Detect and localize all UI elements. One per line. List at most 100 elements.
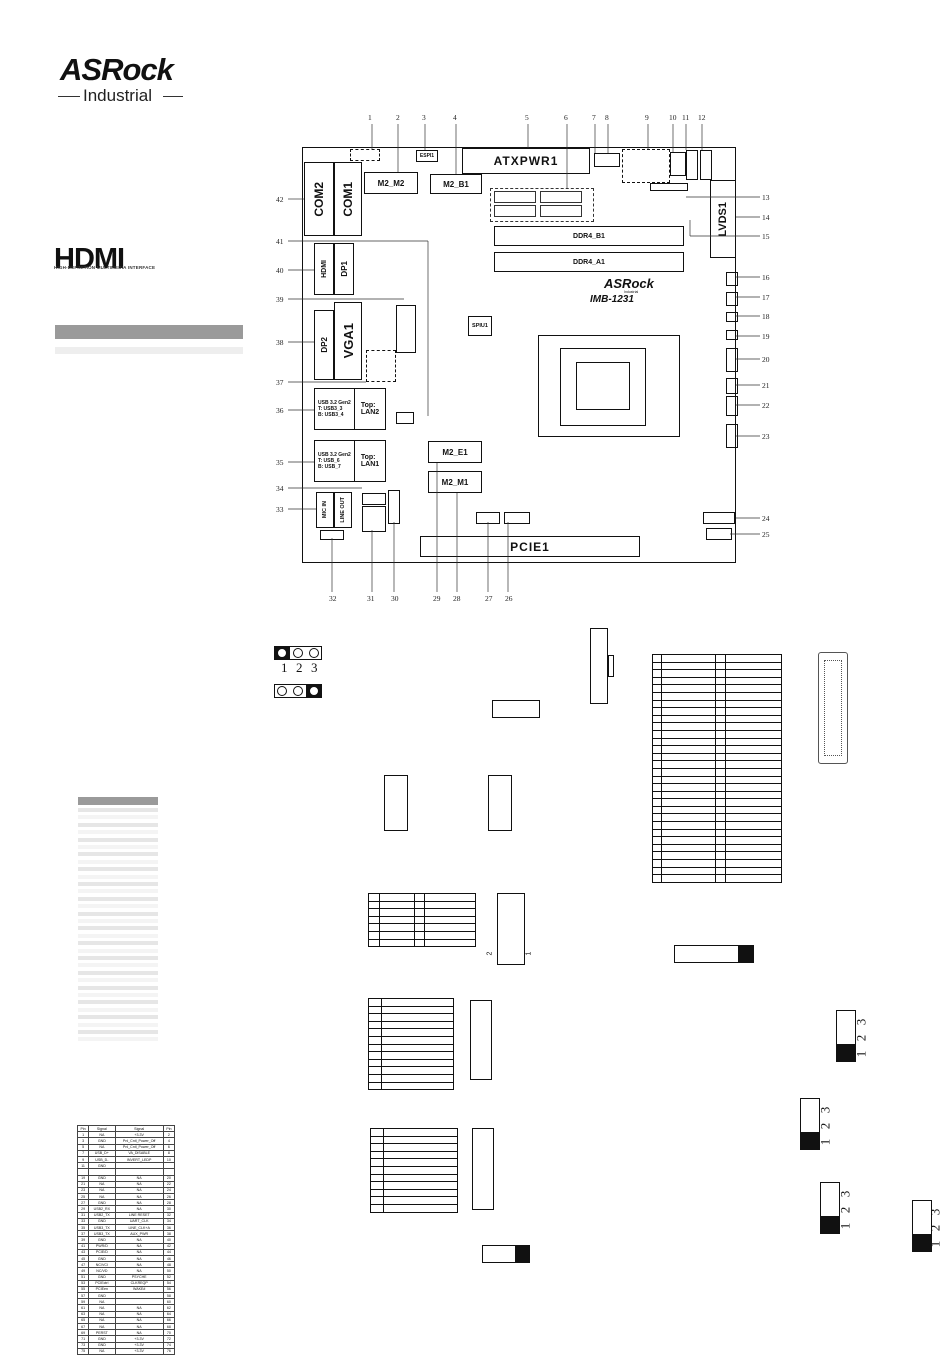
callout-30: 30 xyxy=(391,594,399,603)
table-row xyxy=(652,714,782,724)
callout-leader-lines xyxy=(288,124,760,592)
atx-connector-diagram xyxy=(590,628,608,704)
table-row xyxy=(370,1181,459,1190)
callout-15: 15 xyxy=(762,232,770,241)
line-out-jack: LINE OUT xyxy=(334,492,352,528)
list-item xyxy=(78,889,158,894)
list-item xyxy=(78,904,158,909)
header-20 xyxy=(726,348,738,372)
header-12 xyxy=(700,150,712,180)
callout-8: 8 xyxy=(605,113,609,122)
table-row xyxy=(370,1143,459,1152)
list-item xyxy=(78,1015,158,1020)
callout-23: 23 xyxy=(762,432,770,441)
mic-in-jack: MIC IN xyxy=(316,492,334,528)
table-row xyxy=(652,798,782,807)
5pin-header-key xyxy=(738,945,754,963)
callout-39: 39 xyxy=(276,295,284,304)
table-row xyxy=(652,859,782,868)
header-pin2-label: 2 xyxy=(486,951,494,956)
callout-34: 34 xyxy=(276,484,284,493)
callout-2: 2 xyxy=(396,113,400,122)
jumper-c-label-2: 2 xyxy=(837,1206,853,1214)
jumper-d-label-1: 1 xyxy=(927,1240,943,1248)
callout-18: 18 xyxy=(762,312,770,321)
table-row xyxy=(652,684,782,693)
table-row xyxy=(652,790,782,800)
header-17 xyxy=(726,292,738,306)
vga1-port: VGA1 xyxy=(334,302,362,380)
jumper-cap xyxy=(836,1044,856,1062)
table-row xyxy=(368,1073,455,1083)
table-row xyxy=(652,813,782,823)
jumper-a-label-2: 2 xyxy=(853,1034,869,1042)
list-item xyxy=(78,933,158,938)
table-row xyxy=(370,1150,459,1160)
list-item xyxy=(78,911,158,916)
usb-lan1-stack: USB 3.2 Gen2 T: USB_6 B: USB_7 xyxy=(314,440,358,482)
espi1-header: ESPI1 xyxy=(416,150,438,162)
table-row xyxy=(370,1203,459,1213)
list-item xyxy=(78,919,158,923)
connector-table-a xyxy=(368,998,455,1091)
jumper-d-label-2: 2 xyxy=(927,1224,943,1232)
cpu-socket-frame xyxy=(538,335,680,437)
callout-32: 32 xyxy=(329,594,337,603)
jumper-b-label-2: 2 xyxy=(817,1122,833,1130)
jumper-pin-label-3: 3 xyxy=(311,660,318,675)
table-row xyxy=(368,1081,455,1091)
list-item xyxy=(78,948,158,953)
callout-13: 13 xyxy=(762,193,770,202)
list-item xyxy=(78,993,158,997)
table-row xyxy=(652,699,782,709)
jumper-d-label-3: 3 xyxy=(927,1208,943,1216)
callout-24: 24 xyxy=(762,514,770,523)
callout-40: 40 xyxy=(276,266,284,275)
sata-port-a xyxy=(494,191,536,203)
callout-17: 17 xyxy=(762,293,770,302)
table-row xyxy=(652,760,782,769)
lvds-pin-array xyxy=(824,660,842,756)
hdmi-logo: HDMI xyxy=(54,243,125,275)
table-row xyxy=(368,923,476,932)
sata-port-d xyxy=(540,205,582,217)
callout-4: 4 xyxy=(453,113,457,122)
hdmi-tagline: HIGH-DEFINITION MULTIMEDIA INTERFACE xyxy=(54,265,156,270)
board-brand-logo: ASRock xyxy=(604,276,654,291)
table-row xyxy=(368,915,476,925)
motherboard-outline xyxy=(302,147,736,563)
com1-port: COM1 xyxy=(334,162,362,236)
m2-m1-slot: M2_M1 xyxy=(428,471,482,493)
list-item xyxy=(78,852,158,857)
list-item xyxy=(78,970,158,975)
list-item xyxy=(78,1007,158,1012)
table-row xyxy=(368,1051,455,1060)
jumper-b-label-1: 1 xyxy=(817,1138,833,1146)
cpu-die xyxy=(576,362,630,410)
com2-port: COM2 xyxy=(304,162,334,236)
jumper-pin xyxy=(277,686,287,696)
dp1-port: DP1 xyxy=(334,243,354,295)
logo-rule-right xyxy=(163,96,183,97)
callout-36: 36 xyxy=(276,406,284,415)
table-row xyxy=(652,745,782,754)
callout-1: 1 xyxy=(368,113,372,122)
table-row xyxy=(652,775,782,785)
hdmi-port: HDMI xyxy=(314,243,334,295)
header-16 xyxy=(726,272,738,286)
list-item xyxy=(78,867,158,872)
callout-10: 10 xyxy=(669,113,677,122)
list-item xyxy=(78,830,158,835)
header-9 xyxy=(622,149,670,183)
jumper-cap xyxy=(912,1234,932,1252)
callout-7: 7 xyxy=(592,113,596,122)
callout-33: 33 xyxy=(276,505,284,514)
table-row xyxy=(652,722,782,731)
table-row-shade xyxy=(55,347,243,354)
jumper-b-label-3: 3 xyxy=(817,1106,833,1114)
fan-header-diagram xyxy=(492,700,540,718)
callout-5: 5 xyxy=(525,113,529,122)
table-row xyxy=(652,676,782,686)
